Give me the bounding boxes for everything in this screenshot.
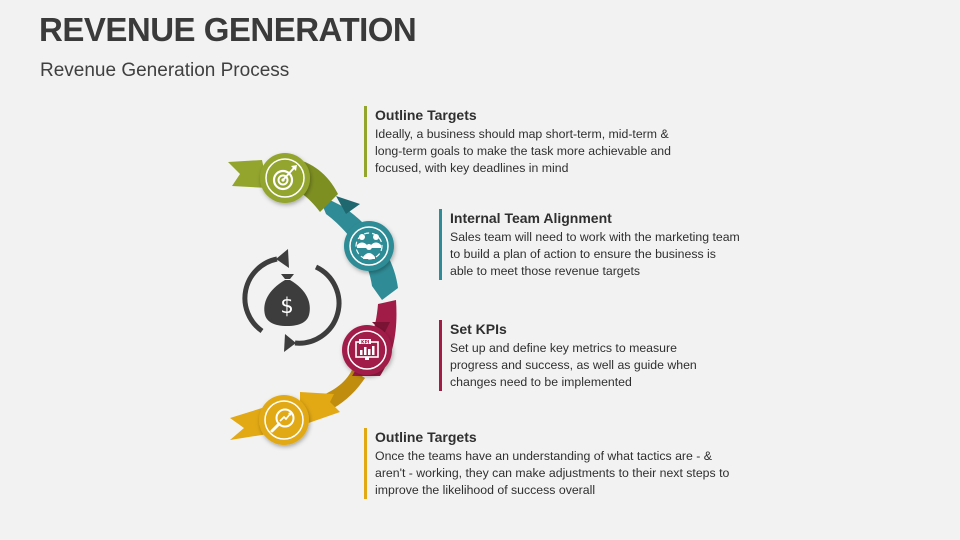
step-circle-set-kpis	[342, 325, 392, 375]
step-text-internal-team-alignment: Internal Team Alignment Sales team will …	[439, 209, 750, 280]
step-heading: Outline Targets	[375, 429, 477, 445]
target-icon	[272, 165, 297, 191]
page-subtitle: Revenue Generation Process	[40, 60, 290, 81]
step-heading: Internal Team Alignment	[450, 210, 612, 226]
step-description: Ideally, a business should map short-ter…	[375, 127, 671, 175]
step-description: Set up and define key metrics to measure…	[450, 341, 697, 389]
step-heading: Outline Targets	[375, 107, 477, 123]
step-description: Once the teams have an understanding of …	[375, 449, 730, 497]
growth-analysis-icon	[270, 408, 295, 433]
money-bag-cycle-icon: $	[242, 249, 342, 352]
page-title: REVENUE GENERATION	[39, 11, 417, 48]
step-description: Sales team will need to work with the ma…	[450, 230, 740, 278]
step-text-outline-targets-1: Outline Targets Ideally, a business shou…	[364, 106, 705, 177]
svg-text:KPI: KPI	[361, 340, 370, 346]
step-heading: Set KPIs	[450, 321, 507, 337]
step-text-set-kpis: Set KPIs Set up and define key metrics t…	[439, 320, 730, 391]
step-circle-outline-targets-2	[259, 395, 309, 445]
kpi-icon: KPI	[355, 339, 379, 360]
team-icon	[355, 232, 383, 260]
step-text-outline-targets-2: Outline Targets Once the teams have an u…	[364, 428, 745, 499]
currency-symbol: $	[280, 294, 293, 318]
